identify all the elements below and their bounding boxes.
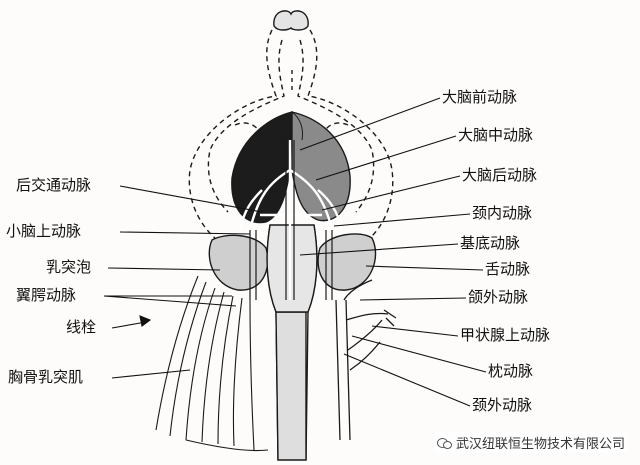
label-internal-carotid-artery: 颈内动脉: [472, 204, 533, 222]
right-hemisphere: [291, 111, 351, 222]
watermark: 武汉纽联恒生物技术有限公司: [433, 432, 628, 453]
watermark-text: 武汉纽联恒生物技术有限公司: [455, 437, 625, 452]
label-anterior-cerebral-artery: 大脑前动脉: [442, 88, 518, 106]
label-middle-cerebral-artery: 大脑中动脉: [458, 126, 534, 144]
left-hemisphere: [231, 111, 293, 224]
right-carotid-branches: [335, 279, 397, 441]
wechat-icon: [436, 437, 452, 449]
label-thrombus-suture: 线栓: [66, 318, 97, 336]
label-superior-thyroid-artery: 甲状腺上动脉: [460, 326, 551, 344]
left-bulla: [208, 234, 269, 291]
label-basilar-artery: 基底动脉: [460, 234, 521, 252]
skull-outline-outer: [188, 29, 277, 239]
skull-outline-inner: [207, 39, 285, 213]
label-superior-cerebellar-artery: 小脑上动脉: [6, 222, 82, 240]
label-posterior-communicating-artery: 后交通动脉: [16, 176, 92, 194]
label-maxillary-artery: 颌外动脉: [468, 288, 529, 306]
sternomastoid-muscle: [155, 275, 269, 452]
leader-lines: [103, 97, 487, 407]
olfactory-bulbs: [273, 10, 309, 31]
label-lingual-artery: 舌动脉: [485, 260, 531, 278]
label-tympanic-bulla: 乳突泡: [46, 258, 92, 276]
label-external-carotid-artery: 颈外动脉: [472, 396, 533, 414]
label-occipital-artery: 枕动脉: [488, 362, 534, 380]
label-posterior-cerebral-artery: 大脑后动脉: [462, 166, 538, 184]
label-sternomastoid-muscle: 胸骨乳突肌: [8, 368, 84, 386]
label-pterygopalatine-artery: 翼腭动脉: [16, 286, 77, 304]
